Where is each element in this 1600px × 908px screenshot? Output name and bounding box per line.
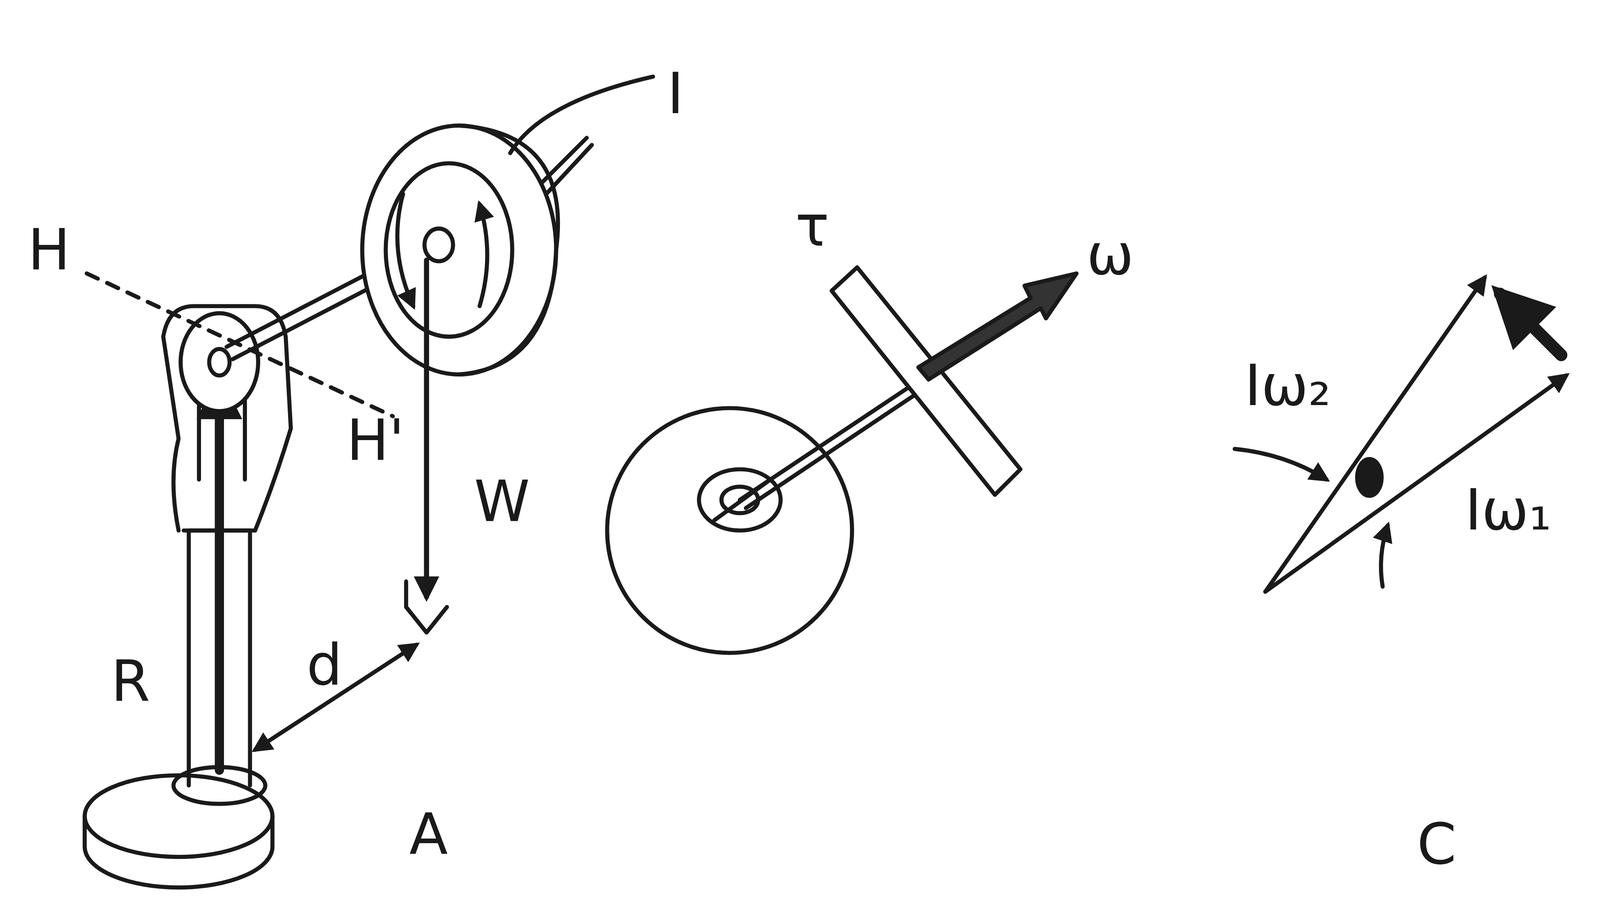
- figure-label: A: [409, 806, 448, 863]
- pivot-disc: [180, 313, 259, 412]
- gyro-wheel-side: [607, 377, 929, 654]
- figure-label: Iω₁: [1465, 482, 1552, 539]
- stand-column: [163, 306, 291, 786]
- stand-base: [84, 767, 273, 888]
- figure-label: H': [346, 412, 405, 469]
- axis-line: [86, 273, 393, 417]
- flywheel: [362, 125, 558, 375]
- figure-label: W: [474, 473, 530, 531]
- weight-hook: [406, 581, 447, 633]
- figure-label: H: [27, 221, 71, 279]
- figure-label: ω: [1086, 226, 1134, 284]
- figure-label: Iω₂: [1244, 357, 1332, 415]
- angular-velocity-arrow: [918, 273, 1077, 380]
- leader-line: [510, 76, 654, 154]
- figure-label: τ: [795, 198, 830, 255]
- figure-label: I: [667, 65, 684, 123]
- reaction-arrow: [214, 382, 224, 771]
- torque-bar: [831, 267, 1021, 496]
- figure-label: R: [111, 653, 151, 710]
- vector-triangle: [1234, 277, 1567, 592]
- figure-label: d: [306, 637, 343, 694]
- weight-arrow: [424, 260, 430, 597]
- figure-label: C: [1417, 816, 1457, 873]
